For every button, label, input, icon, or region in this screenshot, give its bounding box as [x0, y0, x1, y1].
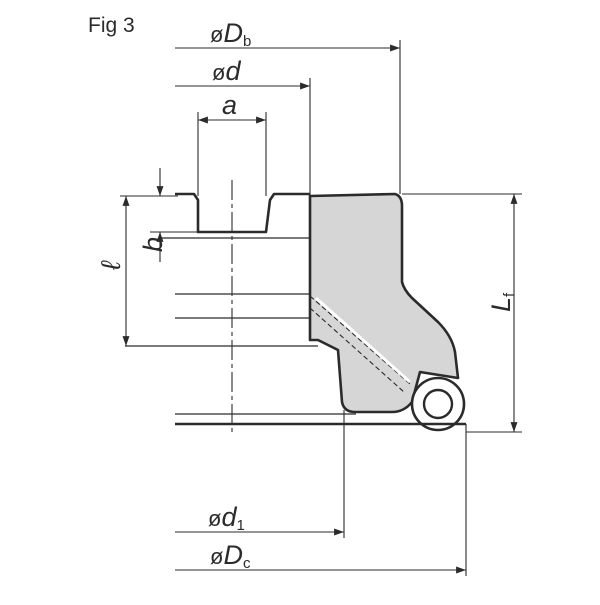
label-l: ℓ — [96, 260, 126, 271]
top-profile-with-keyway — [175, 192, 310, 234]
label-d1: ød1 — [208, 502, 245, 534]
label-a: a — [222, 90, 237, 120]
label-d: ød — [212, 56, 241, 86]
coolant-hole-line-1 — [309, 295, 411, 385]
round-insert-inner — [422, 388, 454, 420]
label-Lf: Lf — [486, 292, 518, 312]
coolant-hole-line-2 — [309, 307, 405, 393]
figure-label: Fig 3 — [88, 14, 135, 37]
coolant-hole-solid-1 — [315, 296, 411, 384]
label-b: b — [138, 237, 168, 252]
label-Dc: øDc — [210, 540, 251, 572]
cutter-body — [308, 192, 460, 414]
label-Db: øDb — [210, 18, 251, 50]
